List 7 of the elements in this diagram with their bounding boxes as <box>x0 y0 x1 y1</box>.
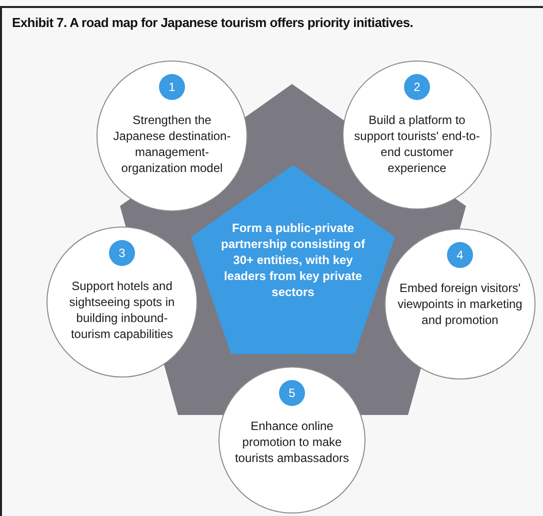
initiative-text: Strengthen the Japanese destination-management-organization model <box>112 112 232 176</box>
initiative-text: Support hotels and sightseeing spots in building inbound-tourism capabilities <box>68 278 176 342</box>
title: Exhibit 7. A road map for Japanese tourism offers priority initiatives. <box>12 14 414 32</box>
initiative-text: Enhance online promotion to make tourists ambassadors <box>234 418 350 466</box>
center-text: Form a public-private partnership consisting of 30+ entities, with key leaders from key private sectors <box>220 220 366 300</box>
initiative-text: Embed foreign visitors' viewpoints in marketing and promotion <box>396 280 524 328</box>
initiative-text: Build a platform to support tourists' end-to-end customer experience <box>354 112 480 176</box>
